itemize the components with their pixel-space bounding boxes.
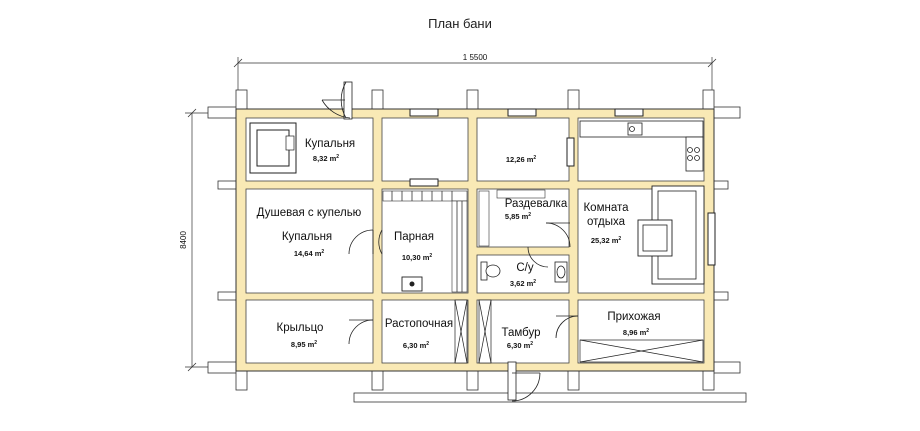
svg-text:5,85 m2: 5,85 m2 <box>505 212 531 221</box>
room-area-rastopochnaya: 6,30 m <box>403 341 427 350</box>
svg-text:8,95 m2: 8,95 m2 <box>291 340 317 349</box>
room-name-kupalnya: Купальня <box>282 231 332 243</box>
height-dimension: 8400 <box>179 108 230 372</box>
sauna-stove <box>401 276 423 292</box>
svg-text:6,30 m2: 6,30 m2 <box>507 341 533 350</box>
room-name-otdyha: отдыха <box>587 216 626 228</box>
room-name-komnata: Комната <box>583 202 629 214</box>
cross-panels <box>454 299 704 364</box>
windows <box>409 108 716 266</box>
room-area-dushevaya: 14,64 m <box>294 249 322 258</box>
room-name-prihozhaya: Прихожая <box>607 311 660 323</box>
plunge-pool <box>249 122 297 174</box>
svg-text:14,64 m2: 14,64 m2 <box>294 249 325 258</box>
svg-text:8,96 m2: 8,96 m2 <box>623 328 649 337</box>
room-name-dushevaya: Душевая с купелью <box>257 207 362 219</box>
svg-text:6,30 m2: 6,30 m2 <box>403 341 429 350</box>
room-area-su: 3,62 m <box>510 279 534 288</box>
room-name-parnaya: Парная <box>394 231 434 243</box>
room-area-komnata: 25,32 m <box>591 236 619 245</box>
room-area-tambur: 6,30 m <box>507 341 531 350</box>
room-labels: Купальня 8,32 m2 12,26 m2 Душевая с купе… <box>257 138 661 350</box>
room-area-prihozhaya: 8,96 m <box>623 328 647 337</box>
room-area-parnaya: 10,30 m <box>402 253 430 262</box>
height-dimension-label: 8400 <box>179 231 188 249</box>
kitchen-counter <box>579 120 704 172</box>
changing-room-furniture <box>478 189 546 247</box>
svg-text:8,32 m2: 8,32 m2 <box>313 154 339 163</box>
plan-title: План бани <box>428 16 492 31</box>
room-name-rastopochnaya: Растопочная <box>385 318 453 330</box>
room-area-razdevalka: 5,85 m <box>505 212 529 221</box>
svg-text:12,26 m2: 12,26 m2 <box>506 155 537 164</box>
svg-text:3,62 m2: 3,62 m2 <box>510 279 536 288</box>
room-name-tambur: Тамбур <box>501 327 540 339</box>
door-kupalnya <box>321 81 353 120</box>
room-area-krylco: 8,95 m <box>291 340 315 349</box>
interior-doors <box>348 222 579 345</box>
room-area-kupalnya-top: 8,32 m <box>313 154 337 163</box>
room-name-kupalnya-top: Купальня <box>305 138 355 150</box>
room-name-krylco: Крыльцо <box>277 322 324 334</box>
room-name-razdevalka: Раздевалка <box>505 198 568 210</box>
room-name-su: С/у <box>516 262 534 274</box>
sauna-benches <box>382 190 468 293</box>
sink <box>554 261 568 283</box>
toilet <box>480 261 501 281</box>
lounge-furniture <box>637 185 705 285</box>
room-area-top-middle: 12,26 m <box>506 155 534 164</box>
width-dimension-label: 1 5500 <box>463 53 488 62</box>
entrance-door <box>507 361 541 402</box>
svg-text:10,30 m2: 10,30 m2 <box>402 253 433 262</box>
svg-text:25,32 m2: 25,32 m2 <box>591 236 622 245</box>
